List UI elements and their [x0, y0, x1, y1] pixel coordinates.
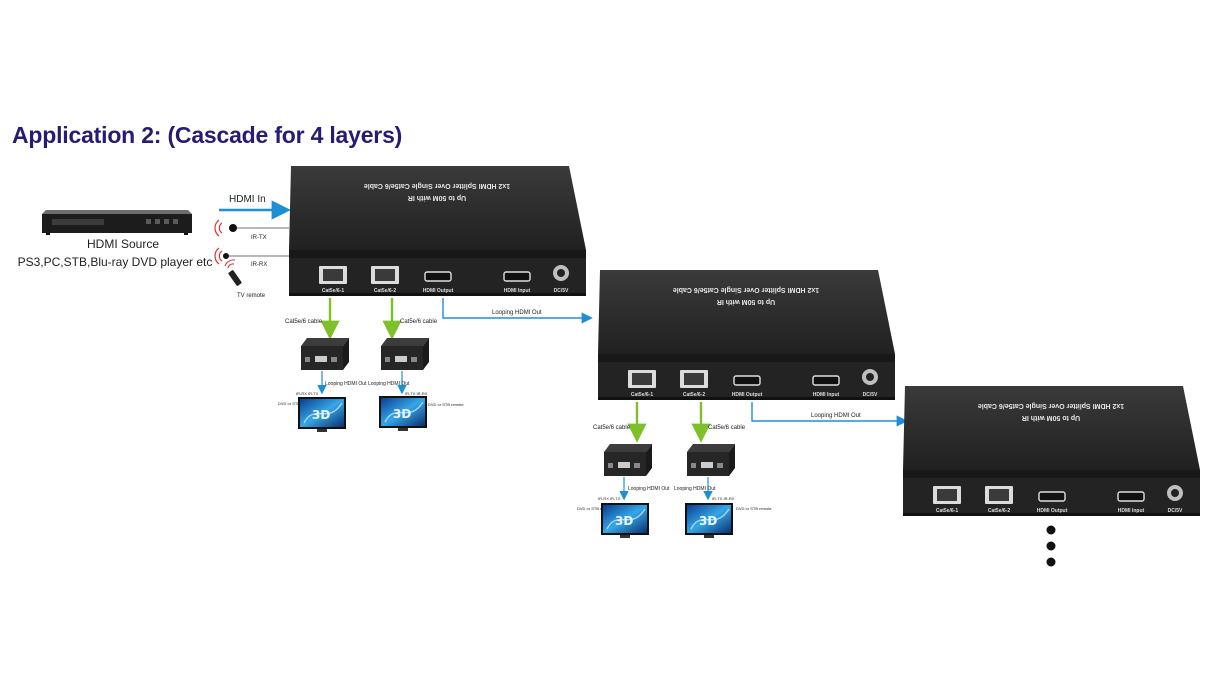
ir-rx-label: IR-RX: [251, 262, 267, 268]
source-label: HDMI Source: [87, 237, 159, 251]
receiver-ir-label-1a: IR-RX IR-TX: [296, 391, 319, 396]
receiver-loop-label-2b: Looping HDMI Out: [674, 486, 716, 492]
receiver-2a: [604, 444, 652, 476]
splitter-unit-2: 1x2 HDMI Splitter Over Single Cat5e/6 Ca…: [597, 269, 896, 401]
tv-remote-icon: [224, 259, 242, 286]
svg-text:1x2 HDMI Splitter Over Single: 1x2 HDMI Splitter Over Single Cat5e/6 Ca…: [364, 182, 510, 189]
ir-tx-label: IR-TX: [251, 235, 267, 241]
splitter-unit-3: 1x2 HDMI Splitter Over Single Cat5e/6 Ca…: [902, 385, 1201, 517]
receiver-loop-label-2a: Looping HDMI Out: [628, 486, 670, 492]
receiver-1a: [301, 338, 349, 370]
page-title: Application 2: (Cascade for 4 layers): [12, 122, 403, 148]
tv-1a: [297, 396, 347, 433]
svg-text:HDMI Input: HDMI Input: [1118, 508, 1145, 514]
tv-remote-label: TV remote: [237, 293, 266, 299]
svg-text:Up to 50M with IR: Up to 50M with IR: [408, 194, 466, 201]
cat-cable-label-1a: Cat5e/6 cable: [285, 319, 323, 325]
receiver-1b: [381, 338, 429, 370]
loop-arrow-2: [751, 402, 908, 427]
loop-arrow-1: [442, 298, 593, 324]
svg-text:HDMI Output: HDMI Output: [732, 392, 763, 398]
cat-cable-label-2b: Cat5e/6 cable: [708, 425, 746, 431]
splitter-unit-1: 1x2 HDMI Splitter Over Single Cat5e/6 Ca…: [288, 165, 587, 297]
receiver-loop-label-1a: Looping HDMI Out: [325, 381, 367, 387]
svg-text:HDMI Input: HDMI Input: [504, 288, 531, 294]
svg-text:DC/5V: DC/5V: [1168, 508, 1183, 514]
svg-text:HDMI Input: HDMI Input: [813, 392, 840, 398]
tv-2b: [684, 502, 734, 539]
hdmi-in-label: HDMI In: [229, 194, 266, 205]
svg-text:DC/5V: DC/5V: [863, 392, 878, 398]
cat-cable-label-1b: Cat5e/6 cable: [400, 319, 438, 325]
svg-text:1x2 HDMI Splitter Over Single: 1x2 HDMI Splitter Over Single Cat5e/6 Ca…: [673, 286, 819, 293]
receiver-ir-label-1b: IR-TX IR-RX: [405, 391, 428, 396]
receiver-dvd-label-2b: DVD or STB remote: [736, 506, 772, 511]
receiver-dvd-label-1a: DVD or STB remote: [278, 401, 314, 406]
svg-text:DC/5V: DC/5V: [554, 288, 569, 294]
svg-text:HDMI Output: HDMI Output: [423, 288, 454, 294]
svg-text:Cat5e/6-2: Cat5e/6-2: [988, 508, 1010, 514]
svg-text:Cat5e/6-1: Cat5e/6-1: [322, 288, 344, 294]
receiver-dvd-label-1b: DVD or STB remote: [428, 402, 464, 407]
continuation-dots: [1046, 525, 1056, 567]
svg-text:Cat5e/6-2: Cat5e/6-2: [374, 288, 396, 294]
loop-label-2: Looping HDMI Out: [811, 413, 861, 419]
hdmi-source: [42, 210, 192, 235]
svg-text:Cat5e/6-1: Cat5e/6-1: [936, 508, 958, 514]
svg-text:1x2 HDMI Splitter Over Single: 1x2 HDMI Splitter Over Single Cat5e/6 Ca…: [978, 402, 1124, 409]
cat-cable-label-2a: Cat5e/6 cable: [593, 425, 631, 431]
tv-2a: [600, 502, 650, 539]
source-devices-label: PS3,PC,STB,Blu-ray DVD player etc: [18, 255, 213, 269]
svg-text:Up to 50M with IR: Up to 50M with IR: [1022, 414, 1080, 421]
tv-1b: [378, 395, 428, 432]
loop-label-1: Looping HDMI Out: [492, 310, 542, 316]
receiver-2b: [687, 444, 735, 476]
receiver-loop-label-1b: Looping HDMI Out: [368, 381, 410, 387]
svg-text:Cat5e/6-2: Cat5e/6-2: [683, 392, 705, 398]
svg-text:Up to 50M with IR: Up to 50M with IR: [717, 298, 775, 305]
receiver-ir-label-2a: IR-RX IR-TX: [598, 496, 621, 501]
receiver-dvd-label-2a: DVD or STB remote: [577, 506, 613, 511]
receiver-ir-label-2b: IR-TX IR-RX: [712, 496, 735, 501]
ir-tx-icon: [214, 219, 237, 237]
ir-rx-icon: [214, 247, 229, 265]
svg-text:Cat5e/6-1: Cat5e/6-1: [631, 392, 653, 398]
svg-text:HDMI Output: HDMI Output: [1037, 508, 1068, 514]
